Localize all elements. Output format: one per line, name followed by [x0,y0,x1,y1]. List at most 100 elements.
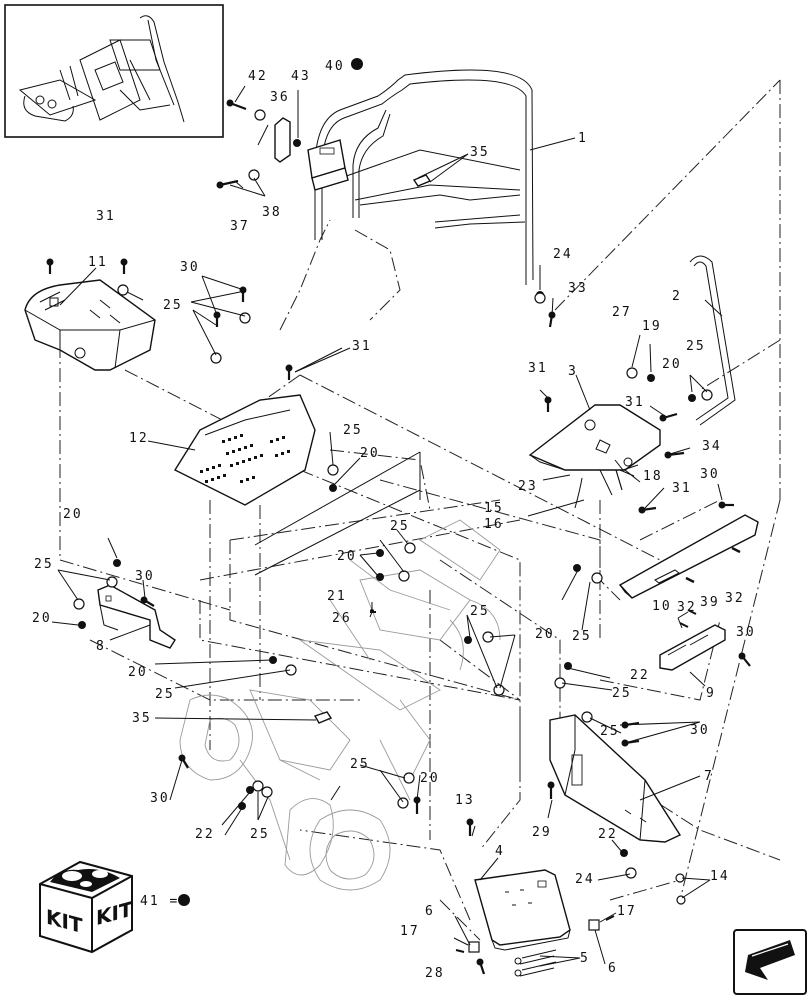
callout-30-bracket9: 30 [736,625,756,640]
callout-22-shield: 22 [598,827,618,842]
callout-4: 4 [495,844,505,859]
bolt-30-bracket9 [738,652,751,667]
bolts [46,99,751,975]
kit-bullet-icon [351,58,363,70]
bracket-part-8 [97,584,176,649]
callout-14: 14 [710,869,730,884]
callout-9: 9 [706,686,716,701]
callout-25-center: 25 [470,604,490,619]
rollbar-part-1 [307,69,534,285]
callout-17-right: 17 [617,904,637,919]
callout-39: 39 [700,595,720,610]
callout-30-lower: 30 [150,791,170,806]
callout-25-shield: 25 [600,724,620,739]
callout-6-left: 6 [425,904,435,919]
callout-10: 10 [652,599,672,614]
bolt-13 [466,818,474,836]
leader-lines [51,85,723,967]
callout-37: 37 [230,219,250,234]
cable-part-15-16 [574,469,613,509]
callout-31-handle: 31 [625,395,645,410]
callout-20-floor: 20 [360,446,380,461]
bolt-31-rail [638,506,657,514]
callout-30-bracket8: 30 [135,569,155,584]
callout-32-bracket9: 32 [677,600,697,615]
callout-labels: 1 2 3 4 5 6 6 7 8 9 10 11 12 13 14 15 16… [32,59,756,981]
callout-12: 12 [129,431,149,446]
callout-27: 27 [612,305,632,320]
bracket-plate-part-3 [528,404,661,471]
bolt-31-handle [659,412,678,422]
callout-25-console: 25 [163,298,183,313]
bolt-29 [547,781,555,799]
callout-25-bottom: 25 [250,827,270,842]
callout-33: 33 [568,281,588,296]
callout-31-rail: 31 [672,481,692,496]
bolt-30-bracket8 [140,596,155,607]
bolt-42 [226,99,247,111]
callout-23: 23 [518,479,538,494]
callout-20-mid: 20 [337,549,357,564]
long-rail-part-39 [618,514,759,599]
callout-31-console: 31 [96,209,116,224]
callout-25-lower: 25 [350,757,370,772]
callout-5: 5 [580,951,590,966]
callout-22-lower: 22 [195,827,215,842]
callout-6-right: 6 [608,961,618,976]
callout-24-bottom: 24 [575,872,595,887]
callout-24-top: 24 [553,247,573,262]
callout-20-lower-left: 20 [128,665,148,680]
callout-17-left: 17 [400,924,420,939]
next-page-arrow-icon[interactable] [733,929,807,995]
bolt-31-console [46,258,54,274]
kit-box-icon: KIT KIT [39,860,133,954]
kit-legend-label: 41 = [140,894,179,909]
nuts-and-washers [73,109,713,905]
shield-part-7 [549,714,682,843]
bolt-30-rail [718,501,734,509]
callout-20-bracket8-top: 20 [63,507,83,522]
callout-25-mid: 25 [390,519,410,534]
pins-part-5 [514,949,557,977]
phantom-lines [59,79,781,941]
console-part-11 [24,279,156,371]
callout-20-lower: 20 [420,771,440,786]
callout-31-floor: 31 [352,339,372,354]
callout-25-bracket8: 25 [34,557,54,572]
callout-7: 7 [704,769,714,784]
callout-30-rail: 30 [700,467,720,482]
bolt-30-shield-b [621,739,640,747]
callout-34: 34 [702,439,722,454]
machine-overview-icon [18,15,185,123]
callout-35-lower: 35 [132,711,152,726]
callout-30-shield: 30 [690,723,710,738]
callout-16: 16 [484,517,504,532]
kit-legend-bullet-icon [178,894,190,906]
callout-42: 42 [248,69,268,84]
callout-20-handle: 20 [662,357,682,372]
callout-25-handle: 25 [686,339,706,354]
callout-25-floor: 25 [343,423,363,438]
callout-43: 43 [291,69,311,84]
callout-1: 1 [578,131,588,146]
bolt-30-a [120,258,128,274]
bolt-34 [664,451,685,459]
bolt-31-bracket [544,396,552,412]
bolt-31-floor [285,364,293,380]
bolt-28 [476,958,486,975]
callout-8: 8 [96,639,106,654]
callout-31-bracket: 31 [528,361,548,376]
callout-20-bracket8-left: 20 [32,611,52,626]
callout-35-top: 35 [470,145,490,160]
callout-25-right: 25 [572,629,592,644]
callout-13: 13 [455,793,475,808]
callout-36: 36 [270,90,290,105]
callout-3: 3 [568,364,578,379]
callout-25-right-lower: 25 [612,686,632,701]
callout-2: 2 [672,289,682,304]
bracket-part-9 [659,624,726,671]
callout-40: 40 [325,59,345,74]
small-fasteners [370,469,741,953]
callout-18: 18 [643,469,663,484]
